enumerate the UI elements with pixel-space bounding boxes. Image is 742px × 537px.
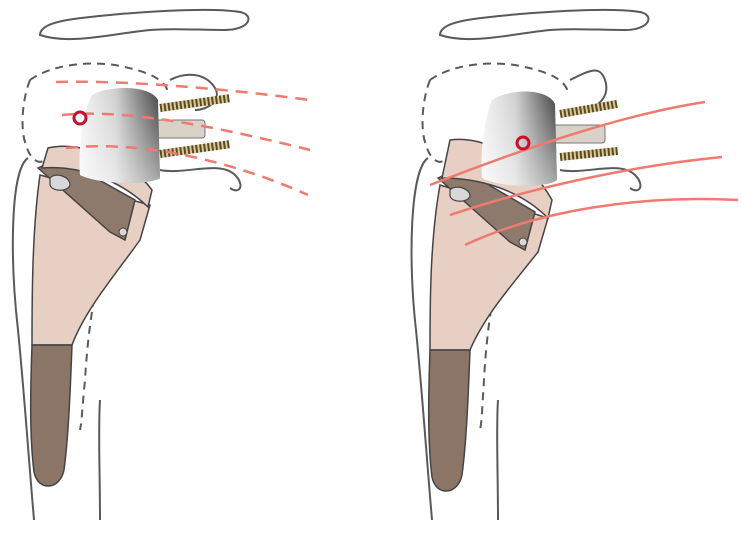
glenoid-screw-lower (560, 147, 619, 161)
scapula-outline (570, 71, 606, 108)
stem-hole-small (519, 238, 527, 246)
humerus-outline (13, 158, 34, 520)
humerus-lateral-outline (497, 400, 498, 520)
panel-left-diagram (13, 10, 310, 520)
humerus-lateral-outline (99, 400, 100, 520)
humeral-stem-distal (31, 345, 72, 486)
stem-hole-small (119, 228, 127, 236)
glenoid-screw-upper (159, 94, 229, 112)
scapula-neck-outline (560, 168, 640, 190)
panel-right-diagram (412, 10, 738, 520)
clavicle-outline (40, 10, 248, 39)
glenosphere-highlight (80, 88, 161, 183)
glenoid-screw-lower (159, 140, 229, 158)
scapula-neck-outline (160, 168, 240, 190)
humerus-outline (412, 158, 432, 520)
humeral-stem-distal (429, 350, 470, 491)
glenoid-screw-upper (559, 100, 618, 118)
rotation-center-marker (74, 112, 86, 124)
clavicle-outline (440, 10, 648, 39)
